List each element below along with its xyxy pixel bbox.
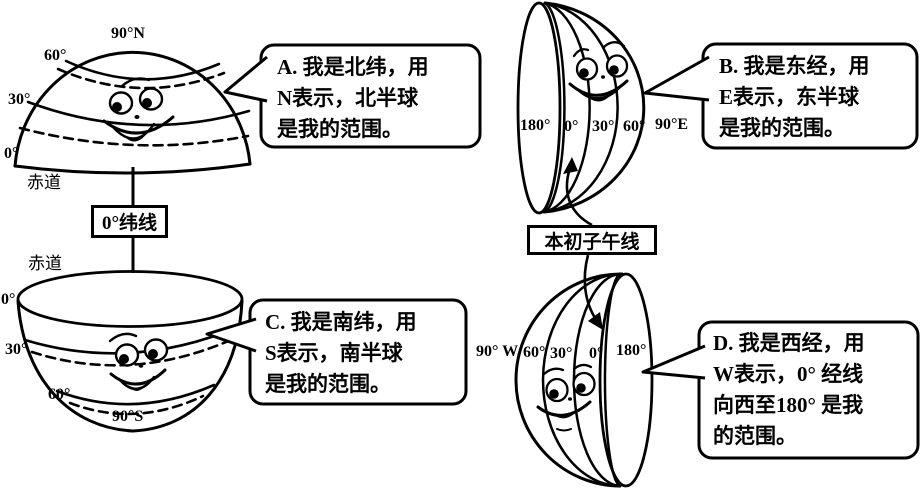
east-m180-label: 180° xyxy=(520,117,551,134)
south-lat60-label: 60° xyxy=(48,386,71,403)
south-lat0-label: 0° xyxy=(1,291,16,308)
south-pole-label: 90°S xyxy=(112,408,144,425)
bubble-b-shape xyxy=(643,42,919,150)
bubble-c-text: C. 我是南纬，用 S表示，南半球 是我的范围。 xyxy=(265,307,417,400)
bubble-c-shape xyxy=(205,298,468,406)
north-face xyxy=(102,77,175,142)
bubble-d-text: D. 我是西经，用 W表示，0° 经线 向西至180° 是我 的范围。 xyxy=(713,328,865,452)
west-face xyxy=(536,363,596,432)
bubble-c-line-3: 是我的范围。 xyxy=(265,372,391,396)
north-lat30-label: 30° xyxy=(8,91,31,108)
bubble-a-line-2: N表示，北半球 xyxy=(277,86,419,110)
bubble-a-shape xyxy=(223,43,482,149)
east-m60-label: 60° xyxy=(623,118,646,135)
north-pole-label: 90°N xyxy=(111,25,145,42)
north-lat60-label: 60° xyxy=(44,47,67,64)
north-hemisphere-drawing xyxy=(13,50,252,175)
south-equator-label: 赤道 xyxy=(28,254,62,273)
bubble-a-line-3: 是我的范围。 xyxy=(277,117,403,141)
east-m0-label: 0° xyxy=(564,118,579,135)
prime-meridian-arrow-down xyxy=(583,254,603,330)
north-lat0-label: 0° xyxy=(4,145,19,162)
bubble-d-line-1: D. 我是西经，用 xyxy=(713,331,865,355)
west-m90-label: 90° W xyxy=(476,343,519,360)
south-face xyxy=(108,332,169,392)
south-lat30-label: 30° xyxy=(5,341,28,358)
bubble-a-line-1: A. 我是北纬，用 xyxy=(277,55,429,79)
bubble-a-text: A. 我是北纬，用 N表示，北半球 是我的范围。 xyxy=(277,52,429,145)
prime-meridian-box: 本初子午线 xyxy=(527,225,657,255)
east-m30-label: 30° xyxy=(592,118,615,135)
east-m90-label: 90°E xyxy=(655,116,689,133)
prime-meridian-box-label: 本初子午线 xyxy=(544,231,640,253)
bubble-b-line-1: B. 我是东经，用 xyxy=(719,54,870,78)
north-equator-label: 赤道 xyxy=(27,173,61,192)
west-hemisphere-drawing xyxy=(514,272,654,488)
west-m60-label: 60° xyxy=(523,344,546,361)
west-m180-label: 180° xyxy=(616,342,647,359)
bubble-d-line-2: W表示，0° 经线 xyxy=(713,362,864,386)
west-m30-label: 30° xyxy=(550,345,573,362)
bubble-b-text: B. 我是东经，用 E表示，东半球 是我的范围。 xyxy=(719,51,870,144)
bubble-d-line-4: 的范围。 xyxy=(713,424,797,448)
west-m0-label: 0° xyxy=(589,345,604,362)
bubble-d-line-3: 向西至180° 是我 xyxy=(713,393,864,417)
east-hemisphere-drawing xyxy=(516,1,646,215)
latitude-line-box: 0°纬线 xyxy=(91,205,168,238)
latitude-line-box-label: 0°纬线 xyxy=(101,213,158,234)
bubble-c-line-2: S表示，南半球 xyxy=(265,341,403,365)
east-face xyxy=(568,41,629,102)
prime-meridian-arrow-up xyxy=(563,157,593,227)
bubble-b-line-3: 是我的范围。 xyxy=(719,116,845,140)
bubble-d-shape xyxy=(641,320,920,460)
bubble-b-line-2: E表示，东半球 xyxy=(719,85,860,109)
bubble-c-line-1: C. 我是南纬，用 xyxy=(265,310,417,334)
